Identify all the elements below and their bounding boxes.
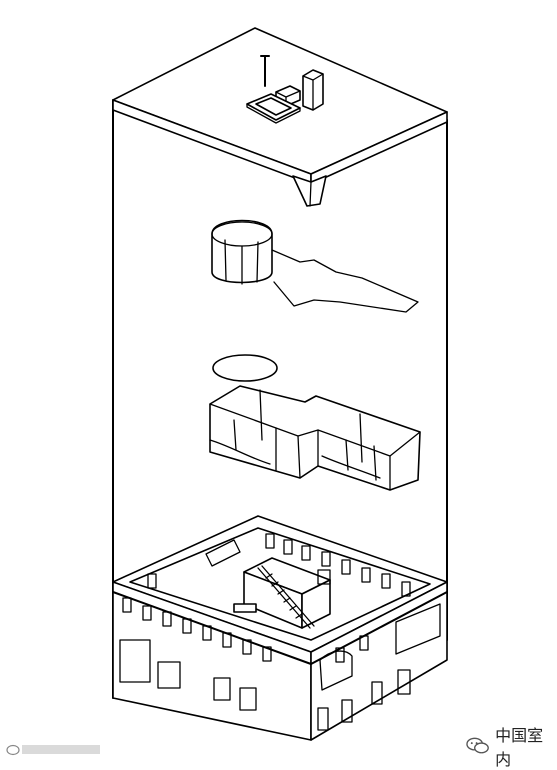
courtyard-windows (147, 533, 411, 597)
front-right-windows (317, 603, 441, 731)
weibo-icon (6, 744, 20, 756)
interior-stair-structure (233, 557, 331, 629)
ground-floor-block (112, 515, 448, 741)
front-left-windows (119, 597, 272, 711)
wechat-icon (466, 737, 489, 754)
middle-level-volume (209, 354, 421, 491)
wechat-watermark: 中国室内 (466, 722, 557, 770)
roof-objects (246, 55, 324, 124)
watermark-text: 中国室内 (495, 726, 544, 769)
cylinder-element (211, 219, 419, 313)
weibo-watermark (6, 744, 100, 756)
